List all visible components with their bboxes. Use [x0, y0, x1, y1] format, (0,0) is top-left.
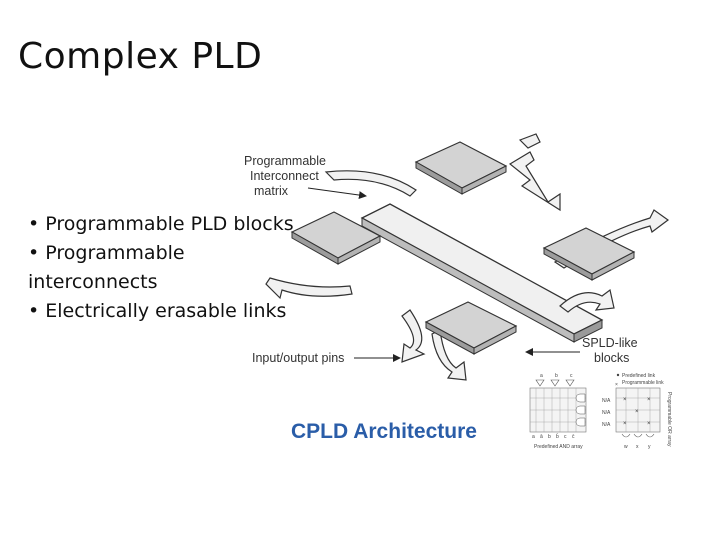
io-pins-label: Input/output pins — [252, 351, 344, 365]
spld-label-line2: blocks — [594, 351, 629, 365]
inset-column-label: b — [548, 434, 551, 440]
inset-na-label: N/A — [602, 410, 611, 416]
bullet-item: • Programmable interconnects — [28, 242, 185, 293]
bullet-item: • Electrically erasable links — [28, 300, 287, 322]
inset-column-label: ā — [540, 434, 543, 440]
inset-output-label: w — [624, 444, 628, 450]
bullet-item: • Programmable PLD blocks — [28, 213, 294, 235]
interconnect-label-line1: Programmable — [244, 154, 326, 168]
diagram-caption: CPLD Architecture — [291, 420, 477, 443]
inset-column-label: c̄ — [572, 434, 575, 440]
spld-block — [424, 301, 518, 355]
svg-text:×: × — [647, 397, 651, 403]
svg-text:×: × — [635, 409, 639, 415]
inset-input-label: b — [555, 373, 558, 379]
interconnect-matrix-bus — [360, 203, 604, 343]
interconnect-pointer-arrow — [307, 187, 367, 200]
inset-column-label: c — [564, 434, 567, 440]
svg-text:×: × — [623, 421, 627, 427]
inset-or-array-label: Programmable OR array — [666, 392, 672, 447]
interconnect-label-line3: matrix — [254, 184, 289, 198]
cpld-architecture-diagram: Programmable Interconnect matrix Input/o… — [244, 133, 672, 450]
inset-column-label: b̄ — [556, 433, 559, 440]
inset-input-label: a — [540, 373, 543, 379]
spld-block — [290, 211, 382, 265]
pla-inset: a b c a ā b b̄ c c̄ Predefined AND array… — [529, 373, 672, 450]
interconnect-label-line2: Interconnect — [250, 169, 319, 183]
inset-output-label: x — [636, 444, 639, 450]
bullet-list: • Programmable PLD blocks • Programmable… — [28, 210, 308, 326]
inset-output-label: y — [648, 444, 651, 450]
inset-and-array-label: Predefined AND array — [534, 444, 583, 450]
spld-block — [414, 141, 508, 195]
spld-label-line1: SPLD-like — [582, 336, 638, 350]
inset-legend-programmable: Programmable link — [622, 380, 664, 386]
inset-column-label: a — [532, 434, 535, 440]
inset-input-label: c — [570, 373, 573, 379]
inset-na-label: N/A — [602, 422, 611, 428]
cross-mark-icon: × — [615, 382, 618, 388]
inset-na-label: N/A — [602, 398, 611, 404]
svg-text:×: × — [647, 421, 651, 427]
spld-block — [542, 227, 636, 281]
svg-text:×: × — [623, 397, 627, 403]
inset-legend-predefined: Predefined link — [622, 373, 656, 379]
slide-title: Complex PLD — [18, 36, 263, 77]
